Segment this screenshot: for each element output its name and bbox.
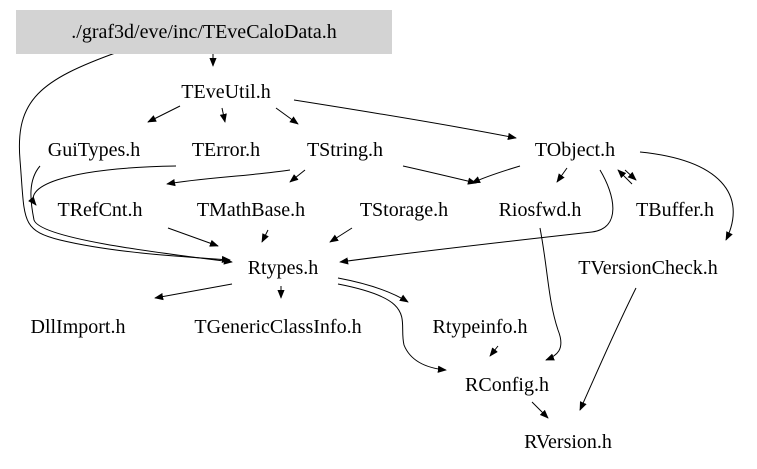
node-tstorage[interactable]: TStorage.h	[360, 199, 448, 221]
graph-nodes: ./graf3d/eve/inc/TEveCaloData.hTEveUtil.…	[16, 10, 718, 453]
node-label-teveutil: TEveUtil.h	[181, 81, 270, 103]
edge-tmathbase-to-rtypes	[261, 229, 269, 243]
node-label-tversioncheck: TVersionCheck.h	[578, 257, 717, 279]
node-root[interactable]: ./graf3d/eve/inc/TEveCaloData.h	[16, 10, 392, 54]
edge-root-to-rtypes	[18, 51, 231, 264]
node-rconfig[interactable]: RConfig.h	[465, 374, 549, 396]
edge-teveutil-to-guitypes	[147, 105, 181, 123]
root-node-box	[16, 10, 392, 54]
node-label-rtypeinfo: Rtypeinfo.h	[433, 316, 528, 338]
edge-trefcnt-to-rtypes	[167, 227, 219, 247]
node-terror[interactable]: TError.h	[192, 139, 260, 161]
edge-rtypes-to-dllimport	[154, 283, 233, 301]
node-label-tgenericclassinfo: TGenericClassInfo.h	[194, 316, 361, 338]
node-teveutil[interactable]: TEveUtil.h	[181, 81, 270, 103]
edge-tversioncheck-to-rversion	[579, 287, 637, 411]
node-label-tbuffer: TBuffer.h	[636, 199, 714, 221]
edge-guitypes-to-rtypes	[30, 165, 233, 265]
node-label-terror: TError.h	[192, 139, 260, 161]
node-label-riosfwd: Riosfwd.h	[499, 199, 582, 221]
node-riosfwd[interactable]: Riosfwd.h	[499, 199, 582, 221]
edge-tstring-to-riosfwd	[402, 165, 477, 185]
edge-tobject-to-tstorage	[556, 167, 568, 183]
node-tstring[interactable]: TString.h	[307, 139, 383, 161]
edge-riosfwd-to-rconfig	[539, 227, 562, 361]
edge-rtypeinfo-to-rconfig	[489, 345, 499, 357]
node-label-tmathbase: TMathBase.h	[197, 199, 305, 221]
edge-tstring-to-trefcnt	[166, 169, 291, 187]
node-label-guitypes: GuiTypes.h	[48, 139, 140, 161]
edge-tstorage-to-rtypes	[329, 227, 353, 243]
edge-teveutil-to-tobject	[293, 99, 517, 140]
edge-rtypes-to-rconfig	[337, 283, 447, 373]
node-trefcnt[interactable]: TRefCnt.h	[58, 199, 143, 221]
node-label-rtypes: Rtypes.h	[248, 257, 319, 279]
node-label-rversion: RVersion.h	[524, 431, 612, 453]
edge-terror-to-rtypes	[28, 165, 177, 206]
node-tbuffer[interactable]: TBuffer.h	[636, 199, 714, 221]
edge-tobject-to-tversioncheck	[639, 151, 734, 241]
node-label-dllimport: DllImport.h	[31, 316, 126, 338]
node-rversion[interactable]: RVersion.h	[524, 431, 612, 453]
node-rtypes[interactable]: Rtypes.h	[248, 257, 319, 279]
node-tgenericclassinfo[interactable]: TGenericClassInfo.h	[194, 316, 361, 338]
node-tmathbase[interactable]: TMathBase.h	[197, 199, 305, 221]
edge-tobject-to-rtypes	[339, 169, 614, 265]
edge-tobject-to-riosfwd	[471, 165, 521, 184]
node-dllimport[interactable]: DllImport.h	[31, 316, 126, 338]
node-label-rconfig: RConfig.h	[465, 374, 549, 396]
node-rtypeinfo[interactable]: Rtypeinfo.h	[433, 316, 528, 338]
node-label-tstring: TString.h	[307, 139, 383, 161]
edge-teveutil-to-tstring	[275, 107, 299, 125]
node-label-root: ./graf3d/eve/inc/TEveCaloData.h	[71, 21, 336, 43]
node-tversioncheck[interactable]: TVersionCheck.h	[578, 257, 717, 279]
edge-tobject-to-tbuffer	[624, 169, 637, 181]
node-label-trefcnt: TRefCnt.h	[58, 199, 143, 221]
node-guitypes[interactable]: GuiTypes.h	[48, 139, 140, 161]
edge-teveutil-to-terror	[219, 107, 227, 123]
node-tobject[interactable]: TObject.h	[535, 139, 615, 161]
node-label-tobject: TObject.h	[535, 139, 615, 161]
edge-rconfig-to-rversion	[531, 401, 549, 419]
node-label-tstorage: TStorage.h	[360, 199, 448, 221]
edge-tbuffer-to-tobject	[617, 169, 633, 185]
graph-edges	[18, 51, 734, 419]
edge-tstring-to-tmathbase	[289, 169, 306, 183]
edge-rtypes-to-rtypeinfo	[337, 277, 409, 303]
